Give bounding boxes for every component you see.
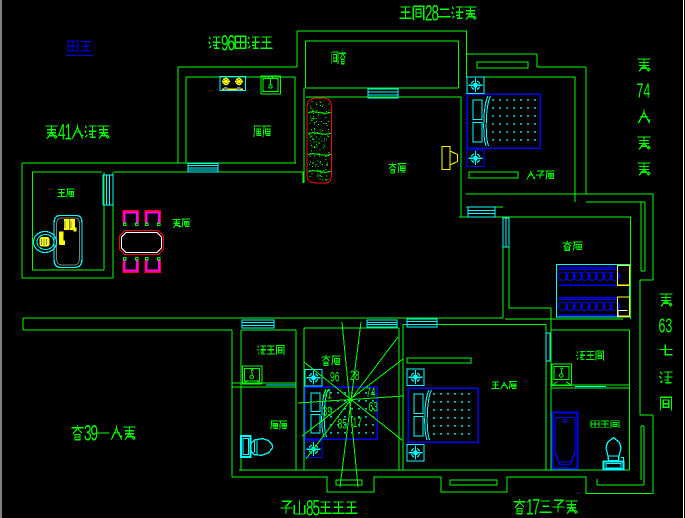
svg-text:1: 1 xyxy=(65,120,73,144)
svg-text:96: 96 xyxy=(330,371,340,385)
svg-text:8: 8 xyxy=(306,496,314,518)
svg-text:63: 63 xyxy=(659,314,673,337)
svg-text:3: 3 xyxy=(84,421,92,445)
svg-text:9: 9 xyxy=(91,421,99,445)
svg-text:7: 7 xyxy=(533,495,541,518)
svg-text:74: 74 xyxy=(366,386,376,400)
svg-text:74: 74 xyxy=(637,79,651,102)
svg-text:41: 41 xyxy=(323,388,333,402)
svg-text:63: 63 xyxy=(369,401,379,415)
svg-text:85: 85 xyxy=(338,418,348,432)
svg-text:6: 6 xyxy=(228,31,236,55)
svg-text:1: 1 xyxy=(526,495,534,518)
svg-text:2: 2 xyxy=(425,1,433,25)
svg-text:5: 5 xyxy=(313,496,321,518)
svg-text:9: 9 xyxy=(221,31,229,55)
svg-text:8: 8 xyxy=(432,1,440,25)
svg-text:28: 28 xyxy=(350,369,360,383)
svg-text:17: 17 xyxy=(353,416,363,430)
svg-text:4: 4 xyxy=(58,120,66,144)
svg-text:39: 39 xyxy=(323,405,333,419)
